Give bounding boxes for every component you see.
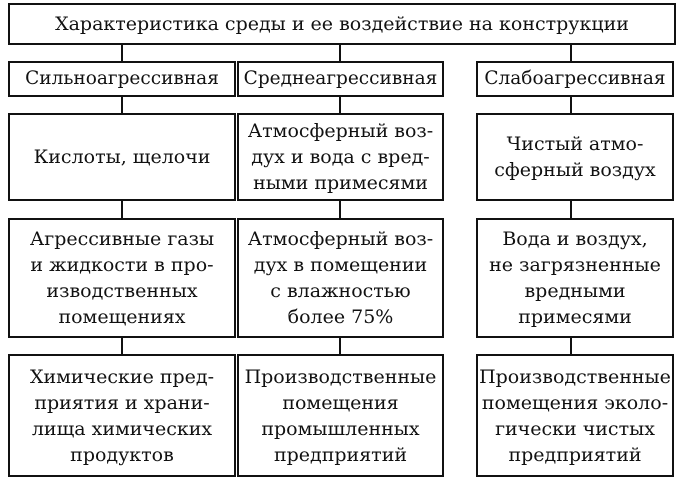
col2-cell1-box: Атмосферный воз- дух и вода с вред- ными… xyxy=(237,113,444,201)
col1-header-box: Сильноагрессивная xyxy=(8,61,236,97)
col2-header-box: Среднеагрессивная xyxy=(237,61,444,97)
col1-cell1-box: Кислоты, щелочи xyxy=(8,113,236,201)
col2-cell3-box: Производственные помещения промышленных … xyxy=(237,354,444,477)
col3-header-box: Слабоагрессивная xyxy=(476,61,674,97)
col2-cell2: Атмосферный воз- дух в помещении с влажн… xyxy=(247,228,434,328)
col3-cell3-box: Производственные помещения эколо- гическ… xyxy=(476,354,674,477)
col1-cell1: Кислоты, щелочи xyxy=(33,146,211,168)
col2-header: Среднеагрессивная xyxy=(243,68,438,89)
diagram-title: Характеристика среды и ее воздействие на… xyxy=(55,13,629,35)
diagram-title-box: Характеристика среды и ее воздействие на… xyxy=(8,3,676,45)
col1-cell2: Агрессивные газы и жидкости в про- извод… xyxy=(29,228,215,328)
col3-header: Слабоагрессивная xyxy=(484,68,666,89)
col2-cell3: Производственные помещения промышленных … xyxy=(244,365,437,466)
col2-cell2-box: Атмосферный воз- дух в помещении с влажн… xyxy=(237,218,444,338)
col3-cell1-box: Чистый атмо- сферный воздух xyxy=(476,113,674,201)
col3-cell3: Производственные помещения эколо- гическ… xyxy=(479,365,671,466)
col1-cell3-box: Химические пред- приятия и храни- лища х… xyxy=(8,354,236,477)
col1-cell3: Химические пред- приятия и храни- лища х… xyxy=(29,365,215,466)
col1-cell2-box: Агрессивные газы и жидкости в про- извод… xyxy=(8,218,236,338)
col3-cell1: Чистый атмо- сферный воздух xyxy=(494,133,656,181)
col2-cell1: Атмосферный воз- дух и вода с вред- ными… xyxy=(247,120,434,194)
col1-header: Сильноагрессивная xyxy=(25,68,219,89)
col3-cell2-box: Вода и воздух, не загрязненные вредными … xyxy=(476,218,674,338)
col3-cell2: Вода и воздух, не загрязненные вредными … xyxy=(489,228,661,328)
